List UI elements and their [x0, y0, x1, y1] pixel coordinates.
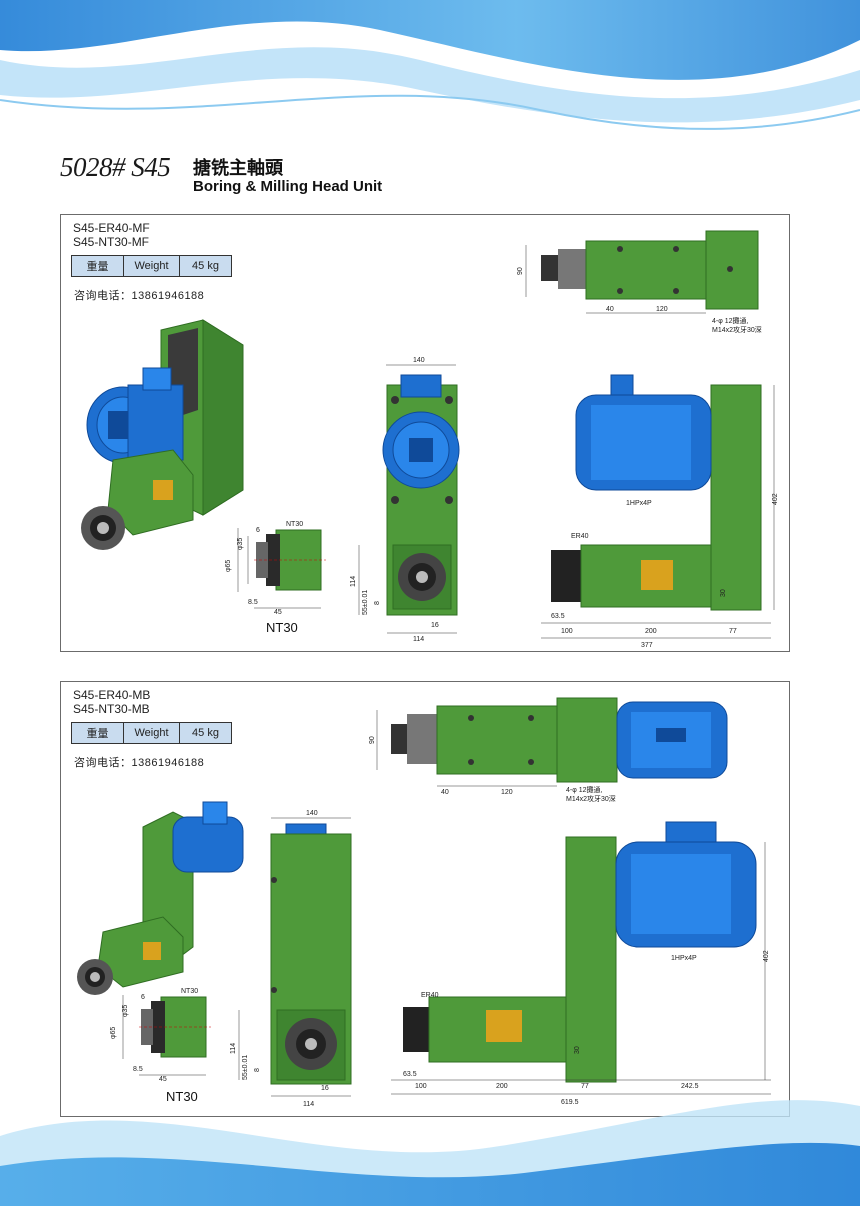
- spec-table: 重量 Weight 45 kg: [71, 255, 232, 277]
- side-635-dim: 63.5: [403, 1071, 417, 1078]
- title-english: Boring & Milling Head Unit: [193, 178, 383, 195]
- front-114b-dim: 114: [303, 1101, 314, 1108]
- top-40-dim: 40: [606, 306, 614, 313]
- nt-label-dim: NT30: [286, 521, 303, 528]
- nt-35-dim: φ35: [237, 538, 244, 550]
- side-er-dim: ER40: [571, 533, 589, 540]
- front-width-dim: 140: [413, 357, 425, 364]
- side-er-dim: ER40: [421, 992, 439, 999]
- model-name: S45-NT30-MB: [73, 702, 150, 716]
- spec-value: 45 kg: [179, 722, 232, 744]
- spec-label-cn: 重量: [71, 722, 124, 744]
- page-header: 5028# S45 搪铣主軸頭 Boring & Milling Head Un…: [60, 150, 560, 200]
- side-6195-dim: 619.5: [561, 1099, 579, 1106]
- header-wave-decoration: [0, 0, 860, 130]
- top-120-dim: 120: [501, 789, 513, 796]
- nt-label-dim: NT30: [181, 988, 198, 995]
- hole-note-2: M14x2攻牙30深: [566, 794, 616, 803]
- nt-6-dim: 6: [256, 527, 260, 534]
- nt-45-dim: 45: [159, 1076, 167, 1083]
- side-view-drawing: 1HPx4P ER40 402 30 63.5 100 200 77 242.5…: [391, 821, 771, 1106]
- hole-note-1: 4-φ 12攤通,: [712, 316, 748, 325]
- product-panel-mb: S45-ER40-MB S45-NT30-MB 重量 Weight 45 kg …: [60, 681, 790, 1117]
- nt-45-dim: 45: [274, 609, 282, 616]
- product-panel-mf: S45-ER40-MF S45-NT30-MF 重量 Weight 45 kg …: [60, 214, 790, 652]
- spec-label-cn: 重量: [71, 255, 124, 277]
- footer-wave-decoration: [0, 1100, 860, 1206]
- side-motor-dim: 1HPx4P: [671, 955, 697, 962]
- side-377-dim: 377: [641, 642, 653, 649]
- front-view-drawing: 140 114 55±0.01 8 16 114: [350, 357, 460, 643]
- side-motor-dim: 1HPx4P: [626, 500, 652, 507]
- title-chinese: 搪铣主軸頭: [193, 158, 283, 179]
- hole-note-1: 4-φ 12攤通,: [566, 785, 602, 794]
- front-width-dim: 140: [306, 810, 318, 817]
- spec-label-en: Weight: [123, 255, 180, 277]
- top-view-drawing: 90 40 120 4-φ 12攤通, M14x2攻牙30深: [517, 230, 762, 334]
- front-8-dim: 8: [254, 1068, 261, 1072]
- nt-6-dim: 6: [141, 994, 145, 1001]
- nt-35-dim: φ35: [122, 1005, 129, 1017]
- side-635-dim: 63.5: [551, 613, 565, 620]
- front-114-dim: 114: [350, 576, 357, 587]
- side-view-drawing: 1HPx4P ER40 402 30 63.5 100 200 77 377: [541, 374, 779, 649]
- model-title: 5028# S45: [60, 152, 171, 182]
- contact-phone: 咨询电话：13861946188: [74, 290, 205, 302]
- model-list: S45-ER40-MF S45-NT30-MF: [73, 221, 150, 249]
- model-name: S45-NT30-MF: [73, 235, 150, 249]
- top-h-dim: 90: [369, 736, 376, 744]
- side-100-dim: 100: [415, 1083, 427, 1090]
- side-30-dim: 30: [720, 589, 727, 597]
- top-120-dim: 120: [656, 306, 668, 313]
- nt30-detail-drawing: φ65 φ35 6 NT30 8.5 45 NT30: [110, 988, 211, 1104]
- side-200-dim: 200: [645, 628, 657, 635]
- side-77-dim: 77: [729, 628, 737, 635]
- nt-85-dim: 8.5: [133, 1066, 143, 1073]
- front-16-dim: 16: [321, 1085, 329, 1092]
- front-55-dim: 55±0.01: [242, 1055, 249, 1080]
- nt-65-dim: φ65: [110, 1027, 117, 1039]
- product-3d-render: [77, 801, 244, 995]
- top-h-dim: 90: [517, 267, 524, 275]
- side-402-dim: 402: [763, 950, 770, 962]
- front-55-dim: 55±0.01: [362, 590, 369, 615]
- side-100-dim: 100: [561, 628, 573, 635]
- front-114b-dim: 114: [413, 636, 424, 643]
- model-name: S45-ER40-MB: [73, 688, 151, 702]
- nt-65-dim: φ65: [225, 560, 232, 572]
- spec-table: 重量 Weight 45 kg: [71, 722, 232, 744]
- side-77-dim: 77: [581, 1083, 589, 1090]
- side-2425-dim: 242.5: [681, 1083, 699, 1090]
- nt30-caption: NT30: [166, 1089, 198, 1104]
- top-view-drawing: 90 40 120 4-φ 12攤通, M14x2攻牙30深: [369, 697, 728, 803]
- front-16-dim: 16: [431, 622, 439, 629]
- product-3d-render: [81, 319, 244, 550]
- contact-phone: 咨询电话：13861946188: [74, 757, 205, 769]
- spec-value: 45 kg: [179, 255, 232, 277]
- front-114-dim: 114: [230, 1043, 237, 1054]
- side-402-dim: 402: [772, 493, 779, 505]
- hole-note-2: M14x2攻牙30深: [712, 325, 762, 334]
- front-8-dim: 8: [374, 601, 381, 605]
- nt30-caption: NT30: [266, 620, 298, 635]
- side-200-dim: 200: [496, 1083, 508, 1090]
- front-view-drawing: 140 114 55±0.01 8 16 114: [230, 810, 352, 1108]
- nt-85-dim: 8.5: [248, 599, 258, 606]
- top-40-dim: 40: [441, 789, 449, 796]
- model-name: S45-ER40-MF: [73, 221, 150, 235]
- side-30-dim: 30: [574, 1046, 581, 1054]
- nt30-detail-drawing: φ65 φ35 6 NT30 8.5 45 NT30: [225, 521, 326, 635]
- spec-label-en: Weight: [123, 722, 180, 744]
- model-list: S45-ER40-MB S45-NT30-MB: [73, 688, 150, 716]
